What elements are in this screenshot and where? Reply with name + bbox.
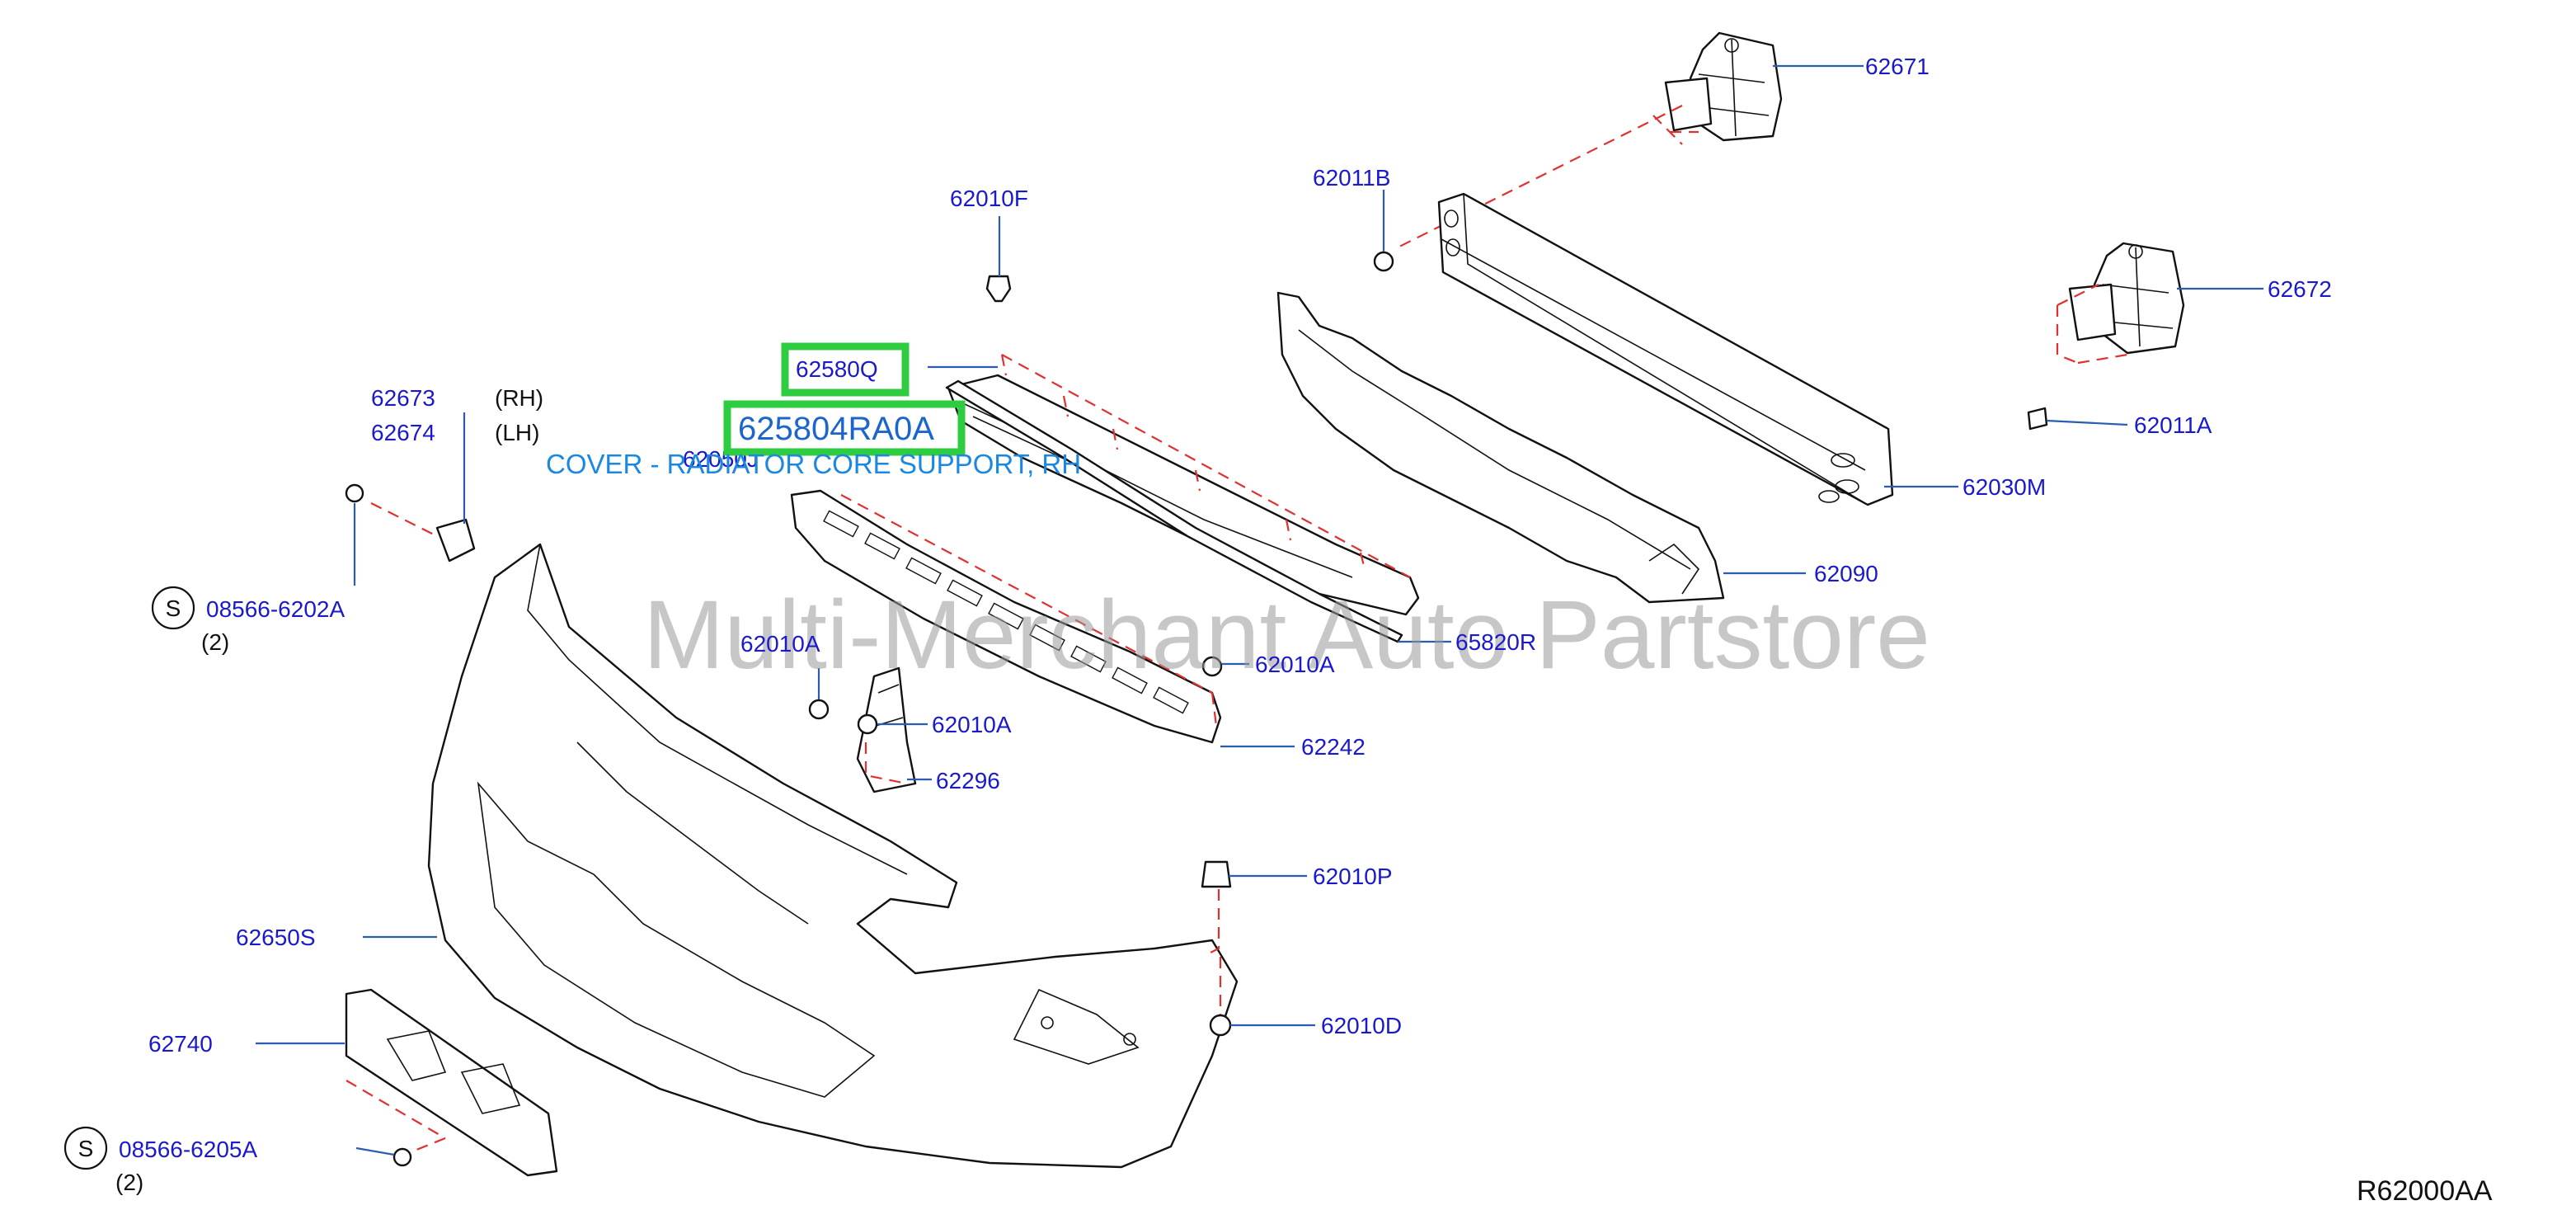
label-62010A-3[interactable]: 62010A bbox=[932, 712, 1012, 737]
seal-65820R-drawing bbox=[945, 379, 1403, 643]
standard-part-mark-1 bbox=[151, 586, 195, 630]
plate-bracket-62740-drawing bbox=[345, 988, 558, 1177]
watermark: Multi-Merchant Auto Partstore bbox=[643, 581, 1930, 690]
grille-62242-slots bbox=[823, 510, 1189, 714]
leader-lines bbox=[256, 64, 2263, 1156]
label-62010P[interactable]: 62010P bbox=[1313, 864, 1393, 889]
clip-62010A-2-drawing bbox=[1201, 656, 1223, 677]
label-62011B[interactable]: 62011B bbox=[1313, 165, 1390, 191]
dash-grille bbox=[840, 494, 1218, 727]
bumper-62650S-drawing bbox=[427, 543, 1239, 1169]
standard-part-mark-1-text: S bbox=[166, 596, 181, 621]
label-62580Q[interactable]: 62580Q bbox=[796, 356, 878, 382]
label-62672[interactable]: 62672 bbox=[2268, 276, 2332, 302]
label-62030M[interactable]: 62030M bbox=[1963, 474, 2046, 500]
standard-part-mark-2 bbox=[63, 1126, 108, 1170]
dash-cover-fasteners bbox=[1000, 354, 1411, 578]
diagram-reference-code: R62000AA bbox=[2357, 1175, 2493, 1207]
quantity-08566-6202A: (2) bbox=[201, 629, 229, 655]
label-62296[interactable]: 62296 bbox=[936, 768, 1000, 793]
clip-62010D-drawing bbox=[1209, 1014, 1232, 1037]
cover-62580Q-drawing bbox=[947, 374, 1420, 616]
label-62010A-1[interactable]: 62010A bbox=[740, 631, 820, 657]
label-62673[interactable]: 62673 bbox=[371, 385, 435, 411]
label-08566-6205A[interactable]: 08566-6205A bbox=[119, 1137, 257, 1162]
dash-62740 bbox=[346, 1080, 446, 1156]
grille-62242-drawing bbox=[790, 489, 1222, 744]
label-62740[interactable]: 62740 bbox=[148, 1031, 213, 1057]
standard-part-mark-2-text: S bbox=[78, 1136, 94, 1161]
dash-62671-to-beam bbox=[1397, 105, 1699, 248]
highlighted-part[interactable]: 62580Q 625804RA0A COVER - RADIATOR CORE … bbox=[546, 342, 1081, 479]
nut-62011B-drawing bbox=[1373, 251, 1394, 272]
dash-62010P bbox=[1210, 889, 1220, 953]
absorber-62090-drawing bbox=[1276, 291, 1725, 604]
highlight-box-62580Q bbox=[781, 342, 910, 397]
highlighted-part-number[interactable]: 625804RA0A bbox=[738, 411, 934, 447]
bracket-62672-drawing bbox=[2068, 242, 2185, 355]
bracket-62673-drawing bbox=[435, 518, 476, 563]
leader-08566-6205A bbox=[355, 1146, 395, 1156]
label-62010D[interactable]: 62010D bbox=[1321, 1013, 1402, 1038]
label-lh: (LH) bbox=[495, 420, 539, 445]
bolt-62011A-drawing bbox=[2027, 407, 2048, 431]
clip-62010F-drawing bbox=[985, 275, 1012, 303]
label-62090[interactable]: 62090 bbox=[1814, 561, 1878, 586]
label-62010F[interactable]: 62010F bbox=[950, 186, 1028, 211]
beam-62030M-drawing bbox=[1437, 192, 1894, 506]
bolt-08566-6205A-drawing bbox=[393, 1147, 412, 1167]
label-rh: (RH) bbox=[495, 385, 543, 411]
highlight-box-part-number bbox=[723, 400, 966, 456]
bracket-62671-drawing bbox=[1664, 31, 1783, 142]
label-62671[interactable]: 62671 bbox=[1865, 54, 1930, 79]
quantity-08566-6205A: (2) bbox=[115, 1170, 143, 1195]
label-62650S[interactable]: 62650S bbox=[236, 925, 316, 950]
label-62242[interactable]: 62242 bbox=[1301, 734, 1366, 760]
bolt-08566-6202A-drawing bbox=[345, 483, 364, 503]
label-65820R[interactable]: 65820R bbox=[1455, 629, 1536, 655]
leader-62011A bbox=[2046, 419, 2128, 426]
label-62010A-2[interactable]: 62010A bbox=[1255, 652, 1335, 677]
clip-62010A-1-drawing bbox=[808, 699, 830, 720]
label-08566-6202A[interactable]: 08566-6202A bbox=[206, 596, 345, 622]
dash-62672 bbox=[2056, 284, 2128, 365]
clip-62010A-3-drawing bbox=[857, 713, 878, 735]
clip-62010P-drawing bbox=[1201, 860, 1232, 888]
dash-62296 bbox=[864, 742, 908, 785]
highlighted-part-description: COVER - RADIATOR CORE SUPPORT, RH bbox=[546, 449, 1081, 479]
dash-62673 bbox=[370, 502, 438, 537]
label-62011A[interactable]: 62011A bbox=[2134, 412, 2212, 438]
label-62674[interactable]: 62674 bbox=[371, 420, 435, 445]
part-labels: 62671 62672 62011B 62011A 62010F 62030M … bbox=[63, 54, 2332, 1195]
